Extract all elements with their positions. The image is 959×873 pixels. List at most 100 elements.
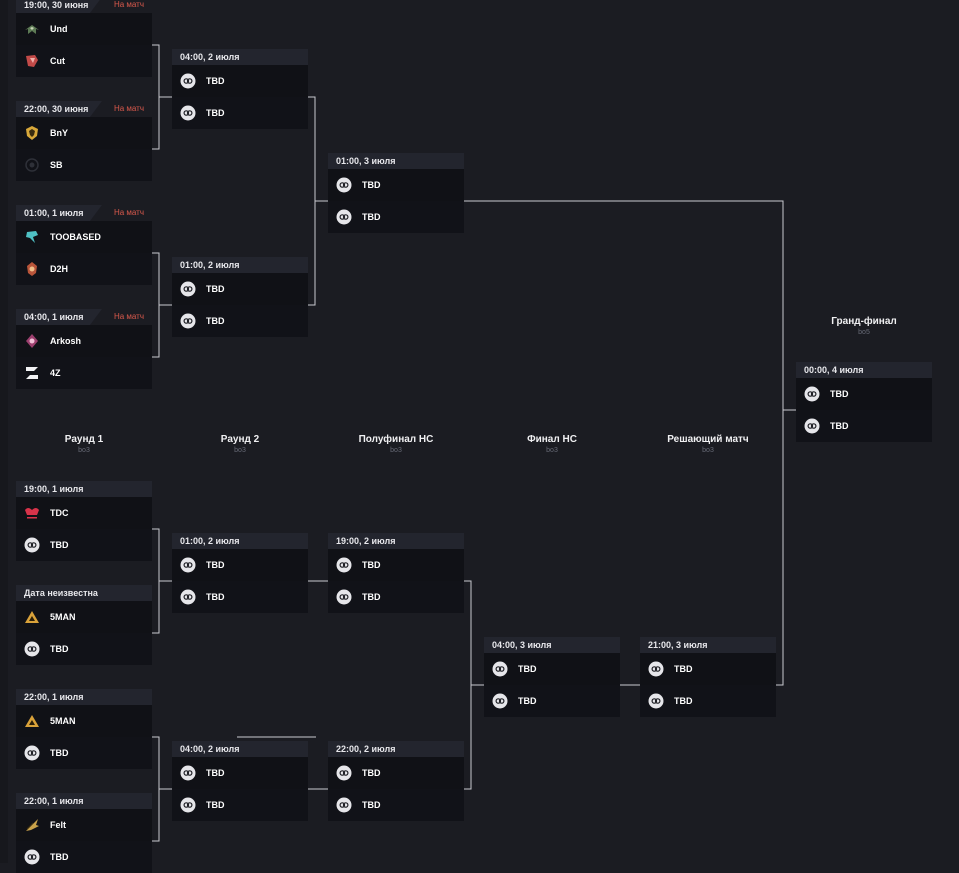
team-row[interactable]: TBD: [172, 789, 308, 821]
team-row[interactable]: TDC: [16, 497, 152, 529]
match-card-grand-final[interactable]: 00:00, 4 июля TBD TBD: [796, 362, 932, 442]
team-row[interactable]: 4Z: [16, 357, 152, 389]
round-label-2: Раунд 2 bo3: [172, 434, 308, 456]
team-row[interactable]: TBD: [328, 549, 464, 581]
match-card[interactable]: 22:00, 1 июля 5MAN TBD: [16, 689, 152, 769]
match-header: 01:00, 3 июля: [328, 153, 464, 169]
bny-logo-icon: [24, 125, 40, 141]
team-name: TBD: [830, 389, 849, 399]
go-to-match-link[interactable]: На матч: [113, 0, 144, 9]
left-edge-strip: [0, 0, 8, 863]
team-name: TBD: [50, 644, 69, 654]
match-card[interactable]: 01:00, 3 июля TBD TBD: [328, 153, 464, 233]
tbd-logo-icon: [804, 418, 820, 434]
team-row[interactable]: TBD: [328, 169, 464, 201]
team-name: TBD: [362, 560, 381, 570]
match-card[interactable]: 01:00, 2 июля TBD TBD: [172, 533, 308, 613]
team-row[interactable]: TBD: [640, 653, 776, 685]
go-to-match-link[interactable]: На матч: [113, 312, 144, 321]
team-row[interactable]: Cut: [16, 45, 152, 77]
team-row[interactable]: TBD: [328, 201, 464, 233]
team-name: Cut: [50, 56, 65, 66]
arkosh-logo-icon: [24, 333, 40, 349]
match-card[interactable]: 19:00, 30 июня На матч Und Cut: [16, 0, 152, 77]
round-format: bo3: [546, 447, 558, 454]
round-format: bo3: [702, 447, 714, 454]
team-row[interactable]: SB: [16, 149, 152, 181]
team-row[interactable]: TBD: [796, 378, 932, 410]
match-header: 19:00, 1 июля: [16, 481, 152, 497]
go-to-match-link[interactable]: На матч: [113, 104, 144, 113]
match-datetime: 19:00, 1 июля: [24, 484, 84, 494]
team-row[interactable]: TBD: [640, 685, 776, 717]
team-row[interactable]: TOOBASED: [16, 221, 152, 253]
tbd-logo-icon: [180, 797, 196, 813]
match-card[interactable]: 22:00, 30 июня На матч BnY SB: [16, 101, 152, 181]
tbd-logo-icon: [180, 589, 196, 605]
team-row[interactable]: TBD: [328, 789, 464, 821]
match-card[interactable]: 04:00, 1 июля На матч Arkosh 4Z: [16, 309, 152, 389]
match-header: 22:00, 2 июля: [328, 741, 464, 757]
team-row[interactable]: BnY: [16, 117, 152, 149]
team-row[interactable]: Felt: [16, 809, 152, 841]
team-row[interactable]: D2H: [16, 253, 152, 285]
match-card[interactable]: 01:00, 2 июля TBD TBD: [172, 257, 308, 337]
round-name: Раунд 1: [64, 434, 104, 445]
team-row[interactable]: TBD: [16, 737, 152, 769]
toobased-logo-icon: [24, 229, 40, 245]
team-row[interactable]: TBD: [796, 410, 932, 442]
match-header: Дата неизвестна: [16, 585, 152, 601]
match-datetime: 04:00, 2 июля: [180, 52, 240, 62]
team-row[interactable]: TBD: [16, 633, 152, 665]
team-row[interactable]: TBD: [484, 685, 620, 717]
team-name: 5MAN: [50, 716, 76, 726]
tbd-logo-icon: [180, 313, 196, 329]
team-row[interactable]: TBD: [484, 653, 620, 685]
team-name: D2H: [50, 264, 69, 274]
go-to-match-link[interactable]: На матч: [113, 208, 144, 217]
team-name: Felt: [50, 820, 67, 830]
tbd-logo-icon: [180, 765, 196, 781]
match-card[interactable]: 01:00, 1 июля На матч TOOBASED D2H: [16, 205, 152, 285]
team-name: TBD: [50, 852, 69, 862]
match-datetime: 04:00, 1 июля: [24, 312, 84, 322]
team-name: TBD: [362, 592, 381, 602]
round-name: Финал НС: [527, 434, 577, 445]
team-row[interactable]: TBD: [16, 841, 152, 873]
match-card[interactable]: 04:00, 2 июля TBD TBD: [172, 741, 308, 821]
match-header: 04:00, 1 июля На матч: [16, 309, 152, 325]
team-row[interactable]: TBD: [16, 529, 152, 561]
tbd-logo-icon: [336, 765, 352, 781]
round-name: Гранд-финал: [831, 316, 897, 327]
team-name: TBD: [518, 696, 537, 706]
team-row[interactable]: TBD: [328, 757, 464, 789]
team-row[interactable]: TBD: [172, 305, 308, 337]
team-row[interactable]: TBD: [328, 581, 464, 613]
team-row[interactable]: Und: [16, 13, 152, 45]
match-card[interactable]: 21:00, 3 июля TBD TBD: [640, 637, 776, 717]
team-row[interactable]: TBD: [172, 65, 308, 97]
match-card[interactable]: Дата неизвестна 5MAN TBD: [16, 585, 152, 665]
match-card[interactable]: 04:00, 3 июля TBD TBD: [484, 637, 620, 717]
match-card[interactable]: 22:00, 1 июля Felt TBD: [16, 793, 152, 873]
team-row[interactable]: 5MAN: [16, 705, 152, 737]
team-row[interactable]: TBD: [172, 273, 308, 305]
team-name: TBD: [50, 748, 69, 758]
team-row[interactable]: 5MAN: [16, 601, 152, 633]
team-name: TBD: [362, 180, 381, 190]
round-format: bo5: [858, 329, 870, 336]
team-row[interactable]: TBD: [172, 581, 308, 613]
tbd-logo-icon: [180, 557, 196, 573]
team-row[interactable]: TBD: [172, 757, 308, 789]
team-row[interactable]: TBD: [172, 97, 308, 129]
team-name: TBD: [50, 540, 69, 550]
tbd-logo-icon: [336, 557, 352, 573]
tbd-logo-icon: [180, 73, 196, 89]
team-row[interactable]: Arkosh: [16, 325, 152, 357]
match-card[interactable]: 19:00, 2 июля TBD TBD: [328, 533, 464, 613]
match-card[interactable]: 22:00, 2 июля TBD TBD: [328, 741, 464, 821]
team-name: 4Z: [50, 368, 61, 378]
match-card[interactable]: 19:00, 1 июля TDC TBD: [16, 481, 152, 561]
team-row[interactable]: TBD: [172, 549, 308, 581]
match-card[interactable]: 04:00, 2 июля TBD TBD: [172, 49, 308, 129]
